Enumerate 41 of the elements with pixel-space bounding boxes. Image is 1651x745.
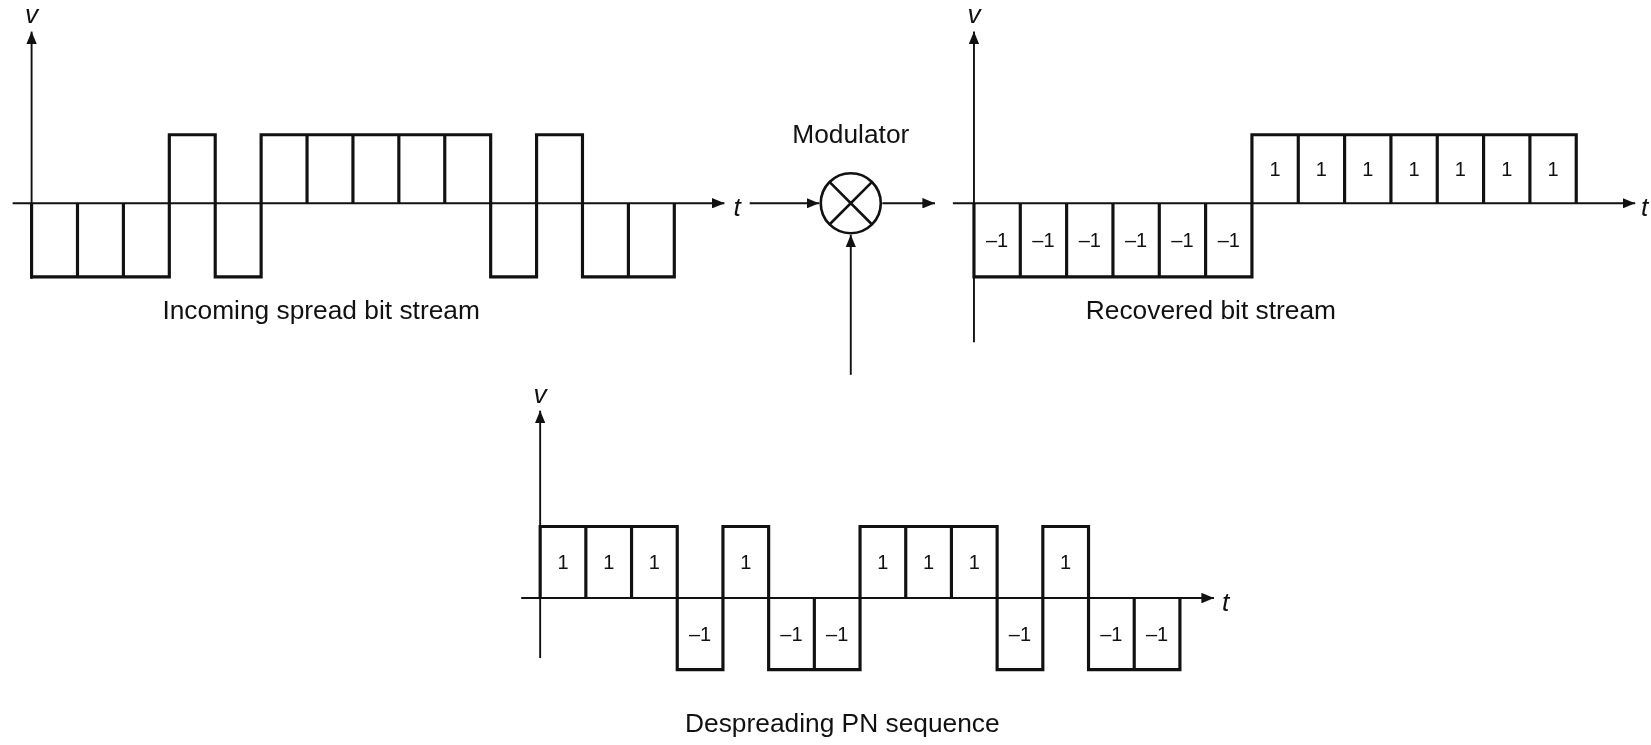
axis-label: v bbox=[533, 380, 547, 407]
bit-value: 1 bbox=[1269, 159, 1281, 179]
axis-label: v bbox=[25, 0, 39, 27]
bit-value: 1 bbox=[557, 552, 569, 573]
component-label: Modulator bbox=[792, 119, 910, 150]
bit-value: 1 bbox=[877, 552, 889, 573]
bit-value: 1 bbox=[1408, 159, 1420, 179]
bit-value: –1 bbox=[1171, 230, 1194, 251]
bit-value: 1 bbox=[1501, 159, 1513, 179]
bit-value: 1 bbox=[1362, 159, 1374, 179]
axis-label: t bbox=[1641, 194, 1649, 221]
plot-caption: Incoming spread bit stream bbox=[162, 294, 480, 326]
bit-value: –1 bbox=[1125, 230, 1148, 251]
plot-caption: Despreading PN sequence bbox=[685, 707, 1000, 739]
bit-value: –1 bbox=[1145, 623, 1169, 644]
bit-value: –1 bbox=[780, 623, 803, 644]
bit-value: –1 bbox=[1008, 623, 1032, 644]
bit-value: 1 bbox=[1315, 159, 1327, 179]
bit-value: 1 bbox=[923, 552, 935, 573]
bit-value: –1 bbox=[688, 623, 712, 644]
bit-value: –1 bbox=[986, 230, 1009, 251]
arrow bbox=[881, 197, 936, 209]
arrow bbox=[748, 197, 821, 209]
bit-value: 1 bbox=[603, 552, 615, 573]
bit-value: –1 bbox=[1100, 623, 1123, 644]
bit-value: 1 bbox=[968, 552, 980, 573]
bit-value: 1 bbox=[740, 552, 752, 573]
bit-value: 1 bbox=[648, 552, 660, 573]
multiplier-symbol bbox=[819, 171, 883, 235]
axis-label: t bbox=[1221, 589, 1230, 616]
axis-label: t bbox=[733, 194, 741, 221]
bit-value: 1 bbox=[1454, 159, 1466, 179]
bit-value: 1 bbox=[1060, 552, 1072, 573]
bit-value: 1 bbox=[1547, 159, 1559, 179]
arrow bbox=[845, 233, 857, 376]
plot-caption: Recovered bit stream bbox=[1085, 294, 1336, 326]
bit-value: –1 bbox=[1217, 230, 1240, 251]
bit-value: –1 bbox=[826, 623, 849, 644]
bit-value: –1 bbox=[1078, 230, 1101, 251]
bit-value: –1 bbox=[1032, 230, 1055, 251]
axis-label: v bbox=[967, 0, 981, 27]
